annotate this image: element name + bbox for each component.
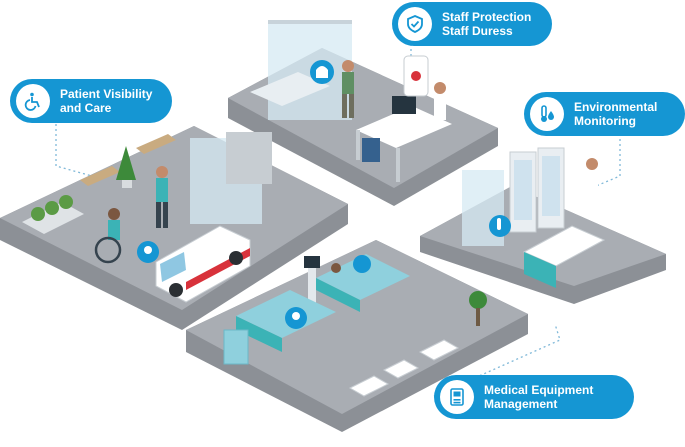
callout-environment-line1: Environmental bbox=[574, 100, 658, 114]
callout-staff-protection: Staff Protection Staff Duress bbox=[392, 2, 552, 46]
callout-patient-line1: Patient Visibility bbox=[60, 87, 153, 101]
shield-check-icon bbox=[398, 7, 432, 41]
thermometer-droplet-icon bbox=[530, 97, 564, 131]
callout-staff-line2: Staff Duress bbox=[442, 24, 513, 38]
platform-patient bbox=[0, 126, 348, 330]
platform-environment bbox=[420, 147, 666, 304]
callout-equipment-line2: Management bbox=[484, 397, 558, 411]
connector-patient bbox=[55, 124, 93, 177]
platform-staff bbox=[228, 20, 498, 206]
callout-staff-line1: Staff Protection bbox=[442, 10, 532, 24]
callout-medical-equipment: Medical Equipment Management bbox=[434, 375, 634, 419]
wheelchair-icon bbox=[16, 84, 50, 118]
callout-equipment-line1: Medical Equipment bbox=[484, 383, 594, 397]
platform-equipment bbox=[186, 240, 528, 432]
medical-device-icon bbox=[440, 380, 474, 414]
callout-environment-line2: Monitoring bbox=[574, 114, 636, 128]
callout-patient-visibility: Patient Visibility and Care bbox=[10, 79, 172, 123]
callout-patient-line2: and Care bbox=[60, 101, 112, 115]
connector-environment bbox=[595, 134, 621, 187]
callout-environmental-monitoring: Environmental Monitoring bbox=[524, 92, 685, 136]
